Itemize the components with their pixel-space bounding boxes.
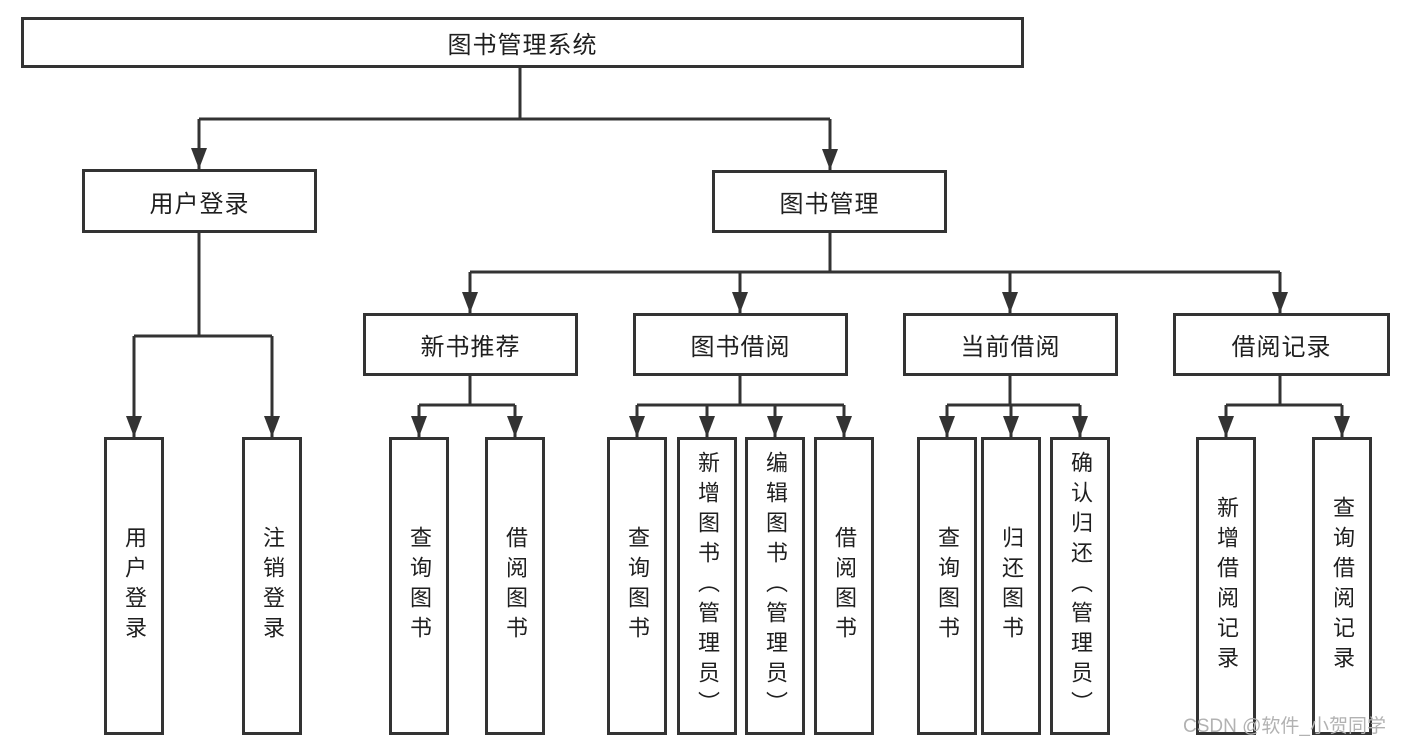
node-new-book-recommend: 新书推荐	[363, 313, 578, 376]
leaf-edit-book-admin: 编辑图书（管理员）	[745, 437, 805, 735]
node-book-management: 图书管理	[712, 170, 947, 233]
leaf-query-books-1: 查询图书	[389, 437, 449, 735]
node-root: 图书管理系统	[21, 17, 1024, 68]
leaf-add-book-admin: 新增图书（管理员）	[677, 437, 737, 735]
connector-trunks	[134, 68, 1342, 407]
node-user-login: 用户登录	[82, 169, 317, 233]
leaf-borrow-books-1: 借阅图书	[485, 437, 545, 735]
leaf-user-login: 用户登录	[104, 437, 164, 735]
leaf-add-borrow-record: 新增借阅记录	[1196, 437, 1256, 735]
leaf-borrow-books-2: 借阅图书	[814, 437, 874, 735]
leaf-query-books-3: 查询图书	[917, 437, 977, 735]
leaf-query-borrow-record: 查询借阅记录	[1312, 437, 1372, 735]
node-current-borrowing: 当前借阅	[903, 313, 1118, 376]
watermark: CSDN @软件_小贺同学	[1183, 716, 1386, 737]
leaf-return-book: 归还图书	[981, 437, 1041, 735]
node-book-borrowing: 图书借阅	[633, 313, 848, 376]
leaf-query-books-2: 查询图书	[607, 437, 667, 735]
leaf-logout: 注销登录	[242, 437, 302, 735]
node-borrowing-records: 借阅记录	[1173, 313, 1390, 376]
leaf-confirm-return-admin: 确认归还（管理员）	[1050, 437, 1110, 735]
